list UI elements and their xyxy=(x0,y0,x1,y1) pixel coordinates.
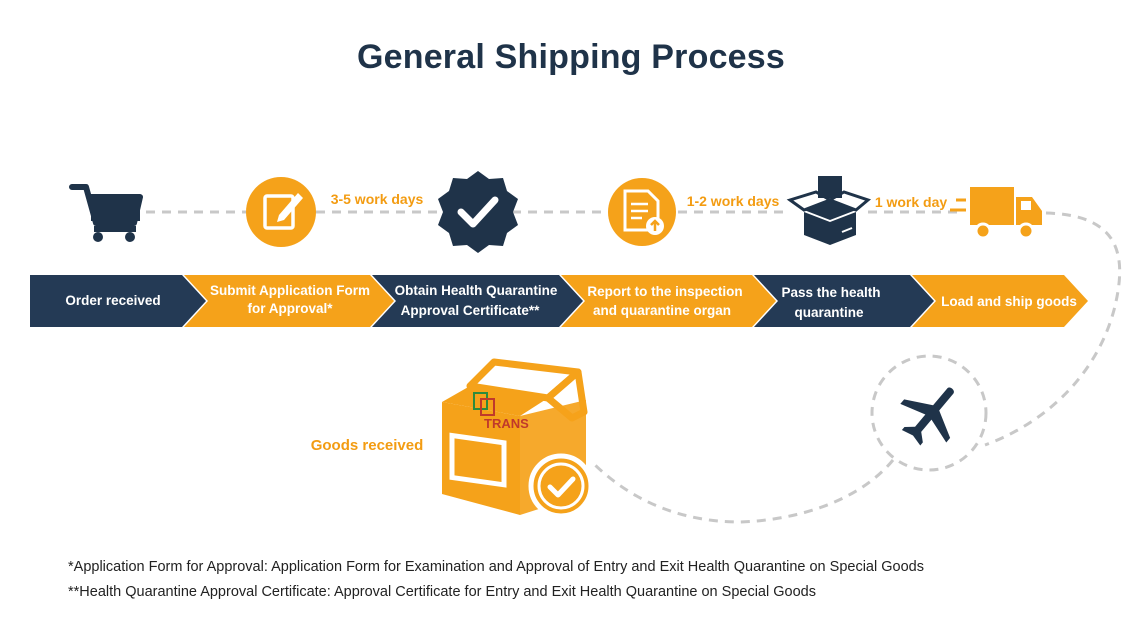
airplane-circle xyxy=(870,354,988,472)
trans-logo: TRANS xyxy=(473,392,529,431)
step-label-1: Order received xyxy=(65,293,160,308)
box-logo-text: TRANS xyxy=(484,416,529,431)
step-label-5a: Pass the health xyxy=(781,285,880,300)
footnote-1: *Application Form for Approval: Applicat… xyxy=(68,559,924,575)
step-label-6: Load and ship goods xyxy=(941,294,1077,309)
duration-label-2: 1-2 work days xyxy=(687,193,780,209)
step-label-4b: and quarantine organ xyxy=(593,303,731,318)
step-label-5b: quarantine xyxy=(794,305,864,320)
duration-label-1: 3-5 work days xyxy=(331,191,424,207)
footnote-2: **Health Quarantine Approval Certificate… xyxy=(68,584,816,600)
edit-form-icon xyxy=(246,177,316,247)
step-arrow-5 xyxy=(754,275,934,327)
step-arrow-6 xyxy=(912,275,1088,327)
step-label-2a: Submit Application Form xyxy=(210,283,370,298)
shopping-cart-icon xyxy=(69,184,143,242)
step-arrow-1 xyxy=(30,275,206,327)
document-upload-icon xyxy=(608,178,676,246)
process-arrow-bar xyxy=(30,275,1088,327)
step-label-4a: Report to the inspection xyxy=(587,284,742,299)
goods-received-label: Goods received xyxy=(311,437,424,454)
step-arrow-3 xyxy=(372,275,583,327)
step-label-3b: Approval Certificate** xyxy=(401,303,541,318)
step-label-2b: for Approval* xyxy=(247,301,333,316)
package-check-icon: TRANS xyxy=(442,358,594,519)
dashed-connector xyxy=(146,210,1122,524)
page-title: General Shipping Process xyxy=(356,38,786,76)
connector-curve xyxy=(984,211,1122,447)
step-arrow-2 xyxy=(184,275,394,327)
step-arrow-4 xyxy=(561,275,776,327)
open-box-icon xyxy=(786,176,872,245)
connector-curve xyxy=(590,459,895,524)
step-label-3a: Obtain Health Quarantine xyxy=(395,283,558,298)
footnotes: *Application Form for Approval: Applicat… xyxy=(68,555,1128,605)
check-badge-icon xyxy=(438,171,518,253)
delivery-truck-icon xyxy=(950,187,1042,240)
duration-label-3: 1 work day xyxy=(875,194,948,210)
airplane-icon xyxy=(900,387,954,446)
